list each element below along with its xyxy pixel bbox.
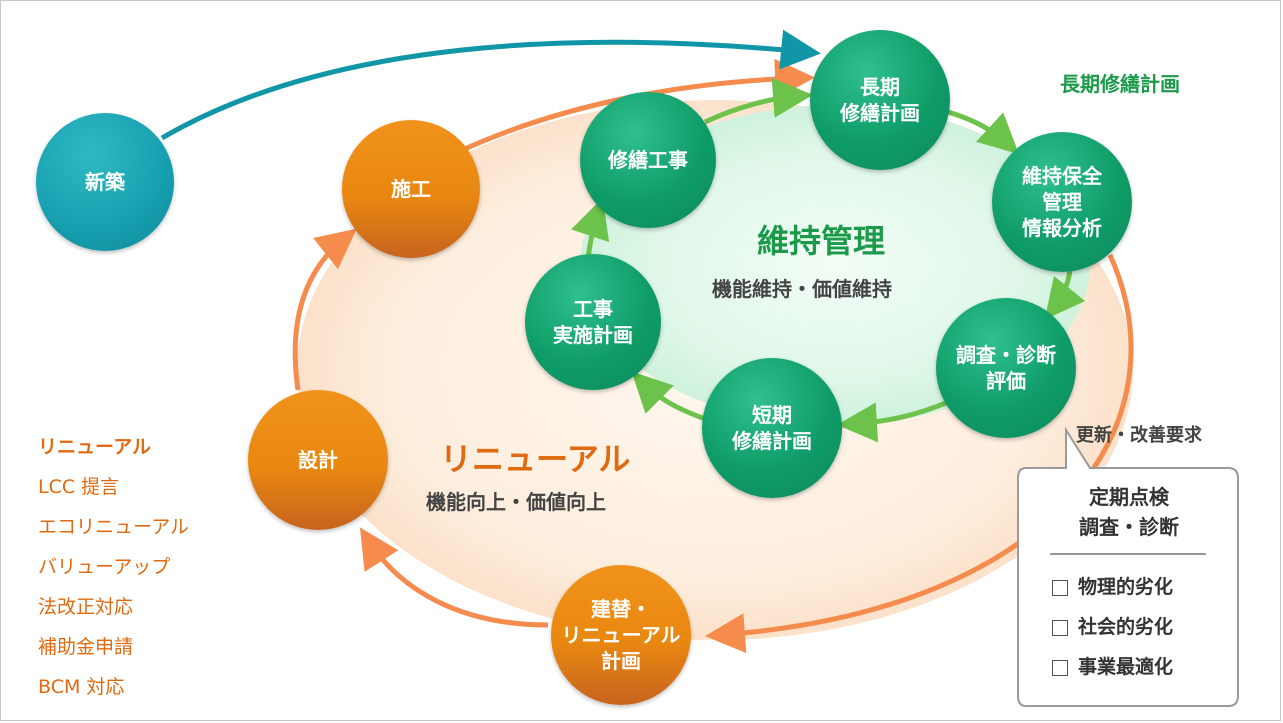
maintenance-title: 維持管理	[757, 222, 886, 260]
checklist-item: 物理的劣化	[1052, 572, 1173, 599]
renewal-list-item: LCC 提言	[38, 476, 120, 498]
checklist-item: 社会的劣化	[1052, 612, 1173, 639]
renewal-title: リニューアル	[440, 440, 631, 478]
checklist-item: 事業最適化	[1052, 652, 1173, 679]
inspection-callout-shape	[1017, 426, 1239, 707]
arrow-short-term-to-work-plan	[631, 371, 709, 423]
arrow-rebuild-to-design	[359, 527, 549, 628]
renewal-list-item: 法改正対応	[38, 596, 134, 618]
node-long-term-plan: 長期 修繕計画	[810, 30, 950, 170]
long-term-plan-label: 長期修繕計画	[1060, 72, 1180, 96]
arrow-survey-to-short-term	[837, 399, 949, 443]
renewal-list-item: リニューアル	[38, 436, 152, 458]
renewal-list: リニューアル LCC 提言 エコリニューアル バリューアップ 法改正対応 補助金…	[38, 427, 189, 707]
renewal-list-item: エコリニューアル	[38, 516, 190, 538]
renewal-list-item: BCM 対応	[38, 676, 125, 698]
arrow-repair-to-long-term	[703, 77, 813, 125]
checkbox-icon	[1052, 579, 1068, 596]
renewal-list-item: 補助金申請	[38, 636, 134, 658]
renewal-list-item: バリューアップ	[38, 556, 171, 578]
update-request-label: 更新・改善要求	[1076, 425, 1202, 446]
node-short-term-plan: 短期 修繕計画	[702, 358, 842, 498]
inspection-title: 定期点検 調査・診断	[1079, 485, 1179, 539]
checkbox-icon	[1052, 619, 1068, 636]
node-design: 設計	[248, 390, 388, 530]
checklist-item-label: 事業最適化	[1078, 656, 1174, 678]
checklist-item-label: 物理的劣化	[1078, 576, 1174, 598]
arrow-long-term-to-info	[947, 109, 1020, 155]
maintenance-subtitle: 機能維持・価値維持	[712, 277, 892, 301]
inspection-checklist: 物理的劣化 社会的劣化 事業最適化	[1016, 566, 1240, 696]
node-maintenance-info: 維持保全 管理 情報分析	[992, 132, 1132, 272]
node-rebuild-plan: 建替・ リニューアル 計画	[551, 565, 691, 705]
node-construction: 施工	[342, 120, 480, 258]
arrow-info-to-survey	[1044, 269, 1086, 320]
renewal-subtitle: 機能向上・価値向上	[426, 490, 606, 514]
checklist-item-label: 社会的劣化	[1078, 616, 1174, 638]
node-work-plan: 工事 実施計画	[525, 254, 661, 390]
node-repair-work: 修繕工事	[580, 92, 716, 228]
checkbox-icon	[1052, 659, 1068, 676]
node-new-build: 新築	[36, 113, 174, 251]
arrow-design-to-construction	[292, 228, 357, 391]
node-survey-eval: 調査・診断 評価	[936, 298, 1076, 438]
arrow-new-build-to-long-term	[160, 29, 821, 141]
